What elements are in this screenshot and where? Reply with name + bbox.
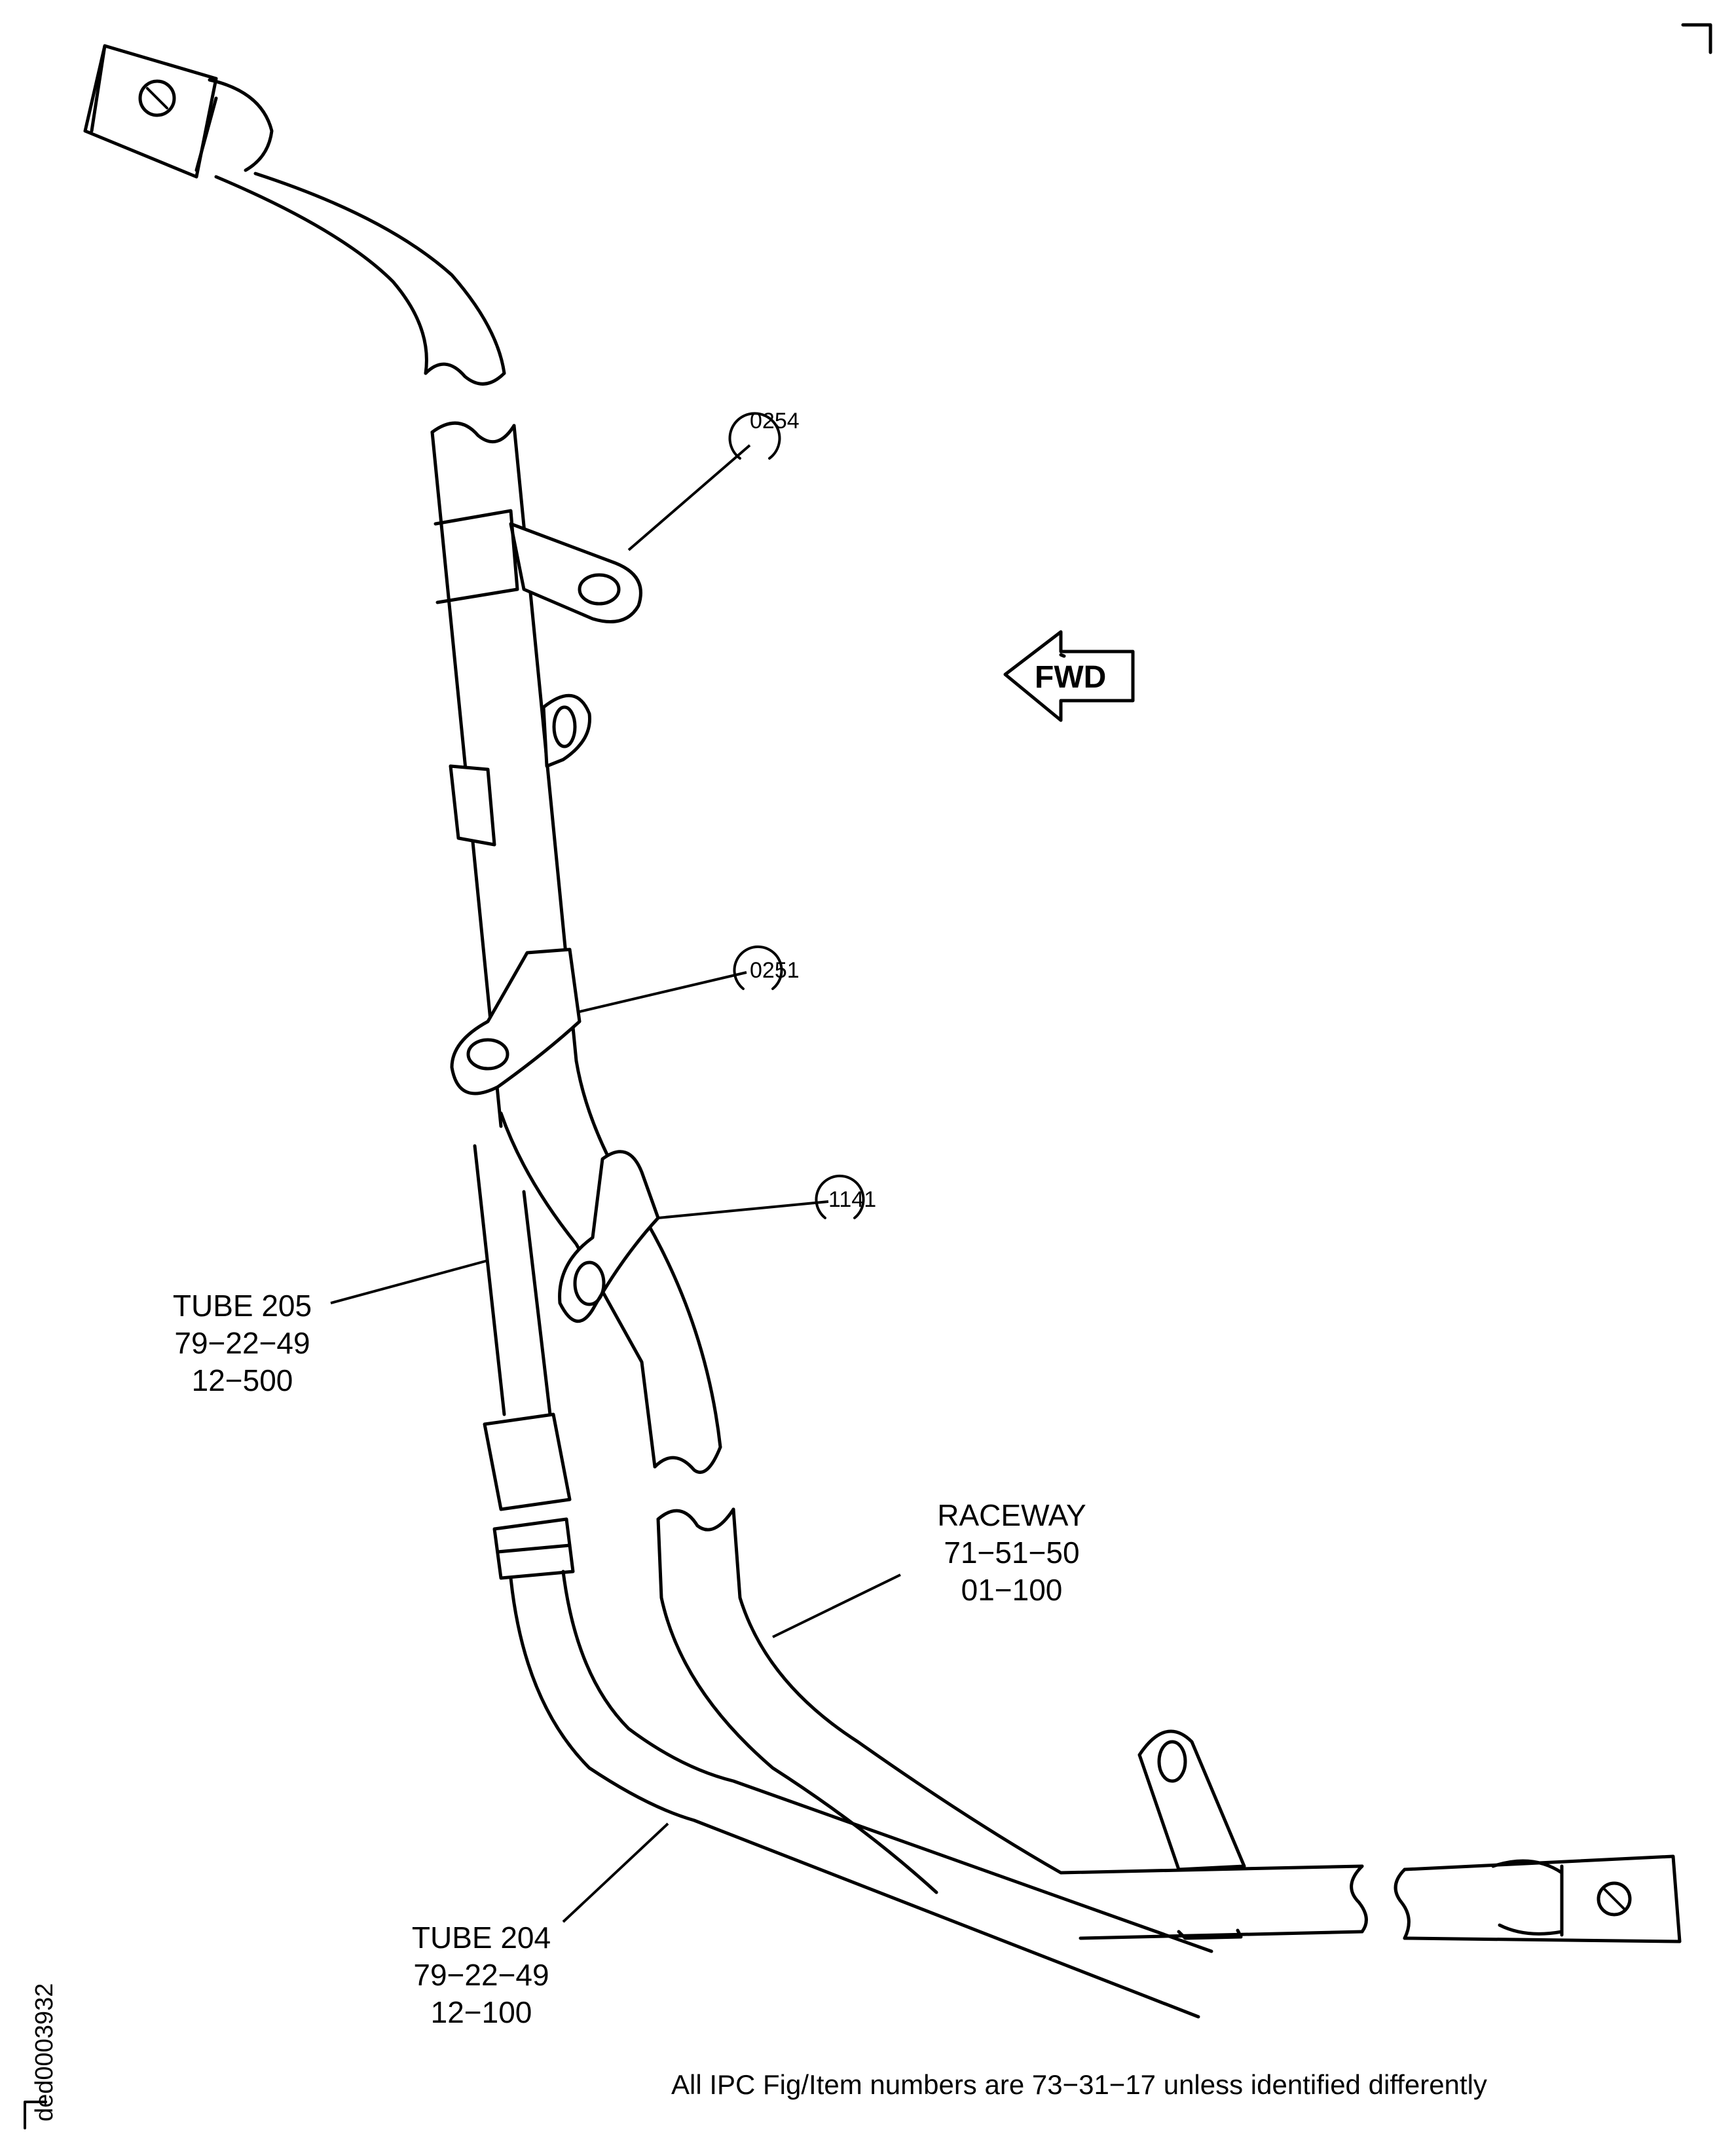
raceway-line1: RACEWAY (937, 1498, 1086, 1532)
tube-204-label: TUBE 204 79−22−49 12−100 (412, 1822, 669, 2029)
callout-1141: 1141 (657, 1174, 876, 1219)
raceway-lower (656, 1507, 1682, 1943)
tube-205 (473, 1144, 575, 1580)
callout-1141-label: 1141 (828, 1187, 876, 1212)
callout-0254: 0254 (627, 409, 800, 551)
tube-205-label: TUBE 205 79−22−49 12−500 (173, 1259, 489, 1397)
callout-0251: 0251 (579, 945, 800, 1013)
crop-mark (1681, 23, 1712, 54)
tube-205-line1: TUBE 205 (173, 1289, 312, 1323)
tube-205-line2: 79−22−49 (174, 1326, 310, 1360)
drawing-id-text: ded0003932 (31, 1983, 58, 2122)
tube-205-line3: 12−500 (192, 1363, 293, 1397)
callout-0251-label: 0251 (750, 958, 800, 983)
tube-204 (509, 1570, 1213, 2019)
tube-204-line3: 12−100 (431, 1995, 532, 2029)
raceway-line2: 71−51−50 (944, 1536, 1079, 1570)
raceway-upper-end (83, 44, 506, 386)
drawing-id: ded0003932 (24, 1983, 58, 2129)
tube-204-line2: 79−22−49 (413, 1958, 549, 1992)
raceway-label: RACEWAY 71−51−50 01−100 (772, 1498, 1086, 1638)
fwd-arrow: FWD (1003, 630, 1135, 722)
raceway-upper-mid (430, 421, 722, 1474)
raceway-line3: 01−100 (961, 1573, 1063, 1607)
callout-0254-label: 0254 (750, 409, 800, 433)
footer-note: All IPC Fig/Item numbers are 73−31−17 un… (671, 2069, 1487, 2100)
fwd-label: FWD (1035, 660, 1106, 695)
tube-204-line1: TUBE 204 (412, 1921, 551, 1955)
